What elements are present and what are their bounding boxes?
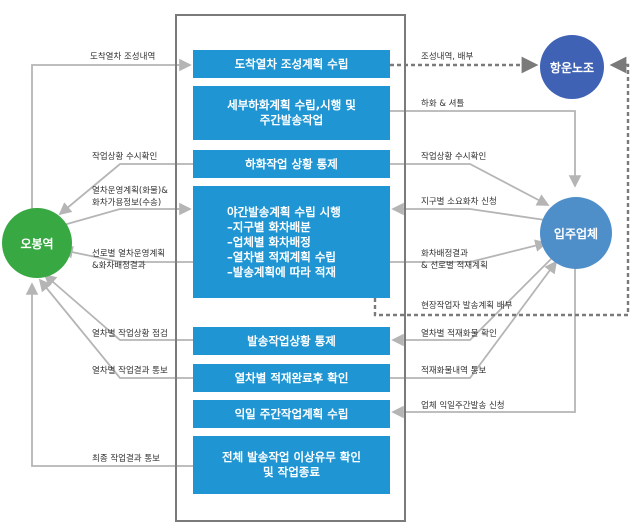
step-arrival-plan: 도착열차 조성계획 수립 xyxy=(193,50,390,78)
label-final-result: 최종 작업결과 통보 xyxy=(92,454,160,464)
label-field-plan: 현장작업자 발송계획 배부 xyxy=(421,301,513,311)
label-train-plan: 열차운영계획(화물)& 화차가용정보(수송) xyxy=(92,186,168,208)
arrow-status-check-right xyxy=(390,163,550,206)
arrow-arrival-composition xyxy=(31,58,192,210)
arrow-wagon-request xyxy=(391,202,546,221)
label-next-day-request: 업체 익일주간발송 신청 xyxy=(421,401,505,411)
label-arrival-composition: 도착열차 조성내역 xyxy=(90,52,156,62)
label-status-check-right: 작업상황 수시확인 xyxy=(421,152,487,162)
union-node: 항운노조 xyxy=(540,35,604,99)
arrow-cargo-check xyxy=(391,257,553,347)
company-node: 입주업체 xyxy=(540,197,612,269)
arrow-work-status-check xyxy=(43,273,193,341)
arrow-work-result-notice xyxy=(38,278,193,379)
step-dispatch-control: 발송작업상황 통제 xyxy=(193,327,390,355)
arrow-cargo-notice xyxy=(390,260,558,379)
process-frame xyxy=(175,14,406,522)
label-composition-distribution: 조성내역, 배부 xyxy=(421,52,474,62)
label-cargo-check: 열차별 적재화물 확인 xyxy=(421,329,497,339)
arrow-unload-shuttle xyxy=(390,110,582,188)
label-wagon-result: 화차배정결과 & 선로별 적재계획 xyxy=(421,249,488,271)
step-unload-control: 하화작업 상황 통제 xyxy=(193,150,390,178)
step-final-check: 전체 발송작업 이상유무 확인 및 작업종료 xyxy=(193,436,390,494)
label-unload-shuttle: 하화 & 셔틀 xyxy=(421,99,465,109)
arrow-track-plan-result xyxy=(60,246,193,263)
arrow-wagon-result xyxy=(390,239,548,263)
label-cargo-notice: 적재화물내역 통보 xyxy=(421,366,487,376)
dotted-line-field-plan xyxy=(373,56,630,317)
step-unload-plan: 세부하화계획 수립,시행 및 주간발송작업 xyxy=(193,86,390,140)
label-status-check-left: 작업상황 수시확인 xyxy=(92,152,158,162)
label-work-result-notice: 열차별 작업결과 통보 xyxy=(92,366,168,376)
station-node: 오봉역 xyxy=(2,208,72,278)
step-next-day-plan: 익일 주간작업계획 수립 xyxy=(193,400,390,428)
label-work-status-check: 열차별 작업상황 점검 xyxy=(92,329,168,339)
step-loading-confirm: 열차별 적재완료후 확인 xyxy=(193,364,390,392)
arrow-final-result xyxy=(25,282,193,467)
label-wagon-request: 지구별 소요화차 신청 xyxy=(421,197,497,207)
step-night-dispatch: 야간발송계획 수립 시행 –지구별 화차배분 –업체별 화차배정 –열차별 적재… xyxy=(193,186,390,298)
label-track-plan-result: 선로별 열차운영계획 &화차배정결과 xyxy=(92,249,166,271)
arrow-status-check-left xyxy=(58,163,193,216)
arrow-train-plan xyxy=(59,202,192,227)
